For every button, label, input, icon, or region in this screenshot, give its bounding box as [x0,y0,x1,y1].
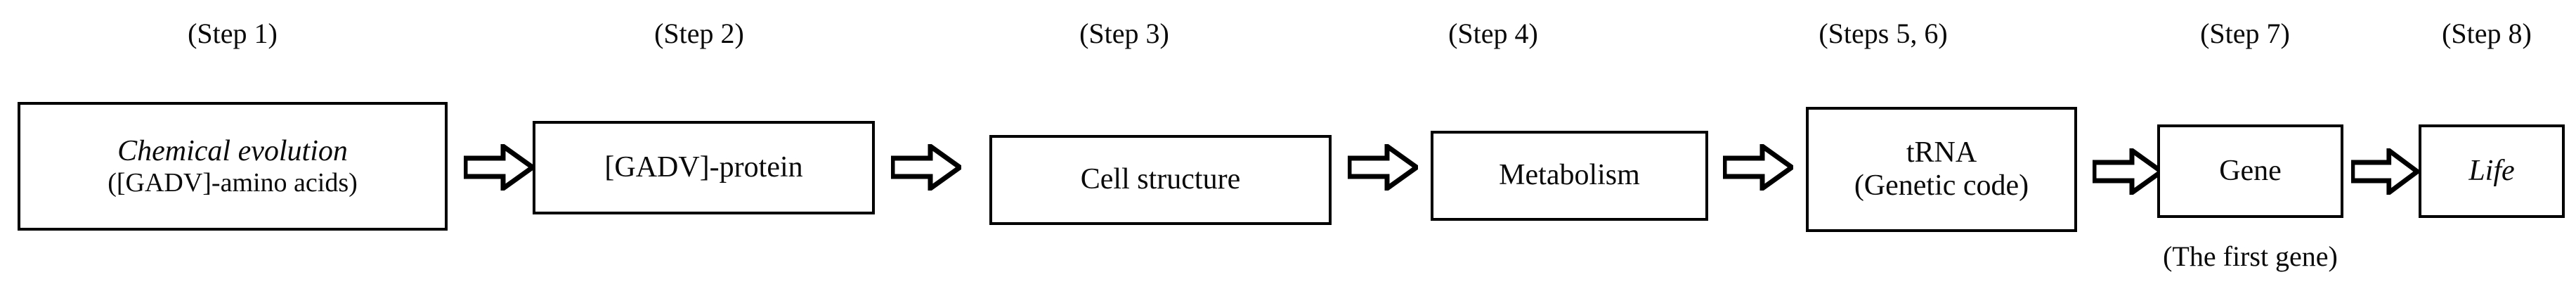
arrow-step2-to-step3 [891,144,961,191]
flow-box-metabolism[interactable]: Metabolism [1431,131,1708,221]
step-label-1: (Step 1) [188,18,278,49]
arrow-step1-to-step2 [464,144,534,191]
arrow-step5-to-step7 [2093,148,2163,195]
box-line-primary: Cell structure [1080,163,1241,196]
step-label-7: (Step 7) [2200,18,2290,49]
arrow-step7-to-step8 [2351,148,2419,195]
box-line-primary: [GADV]-protein [604,150,803,184]
step-label-8: (Step 8) [2442,18,2532,49]
box-line-secondary: ([GADV]-amino acids) [108,167,358,198]
flow-box-chemical-evolution[interactable]: Chemical evolution ([GADV]-amino acids) [18,102,448,231]
box-line-primary: Metabolism [1499,159,1640,192]
flow-box-gene[interactable]: Gene [2157,124,2343,218]
flow-box-life[interactable]: Life [2419,124,2565,218]
step-label-5-6: (Steps 5, 6) [1819,18,1948,49]
flow-box-trna-genetic-code[interactable]: tRNA (Genetic code) [1806,107,2077,232]
box-line-primary: Life [2468,154,2515,187]
flow-box-cell-structure[interactable]: Cell structure [989,135,1332,225]
step-label-3: (Step 3) [1079,18,1169,49]
step-label-4: (Step 4) [1448,18,1538,49]
box-line-primary: tRNA [1906,136,1977,169]
arrow-step3-to-step4 [1348,144,1418,191]
flow-box-gadv-protein[interactable]: [GADV]-protein [533,121,875,214]
box-line-primary: Gene [2219,154,2282,187]
arrow-step4-to-step5 [1723,144,1793,191]
caption-the-first-gene: (The first gene) [2163,240,2338,272]
step-label-2: (Step 2) [654,18,744,49]
box-line-primary: Chemical evolution [117,134,348,167]
box-line-secondary: (Genetic code) [1854,169,2029,202]
